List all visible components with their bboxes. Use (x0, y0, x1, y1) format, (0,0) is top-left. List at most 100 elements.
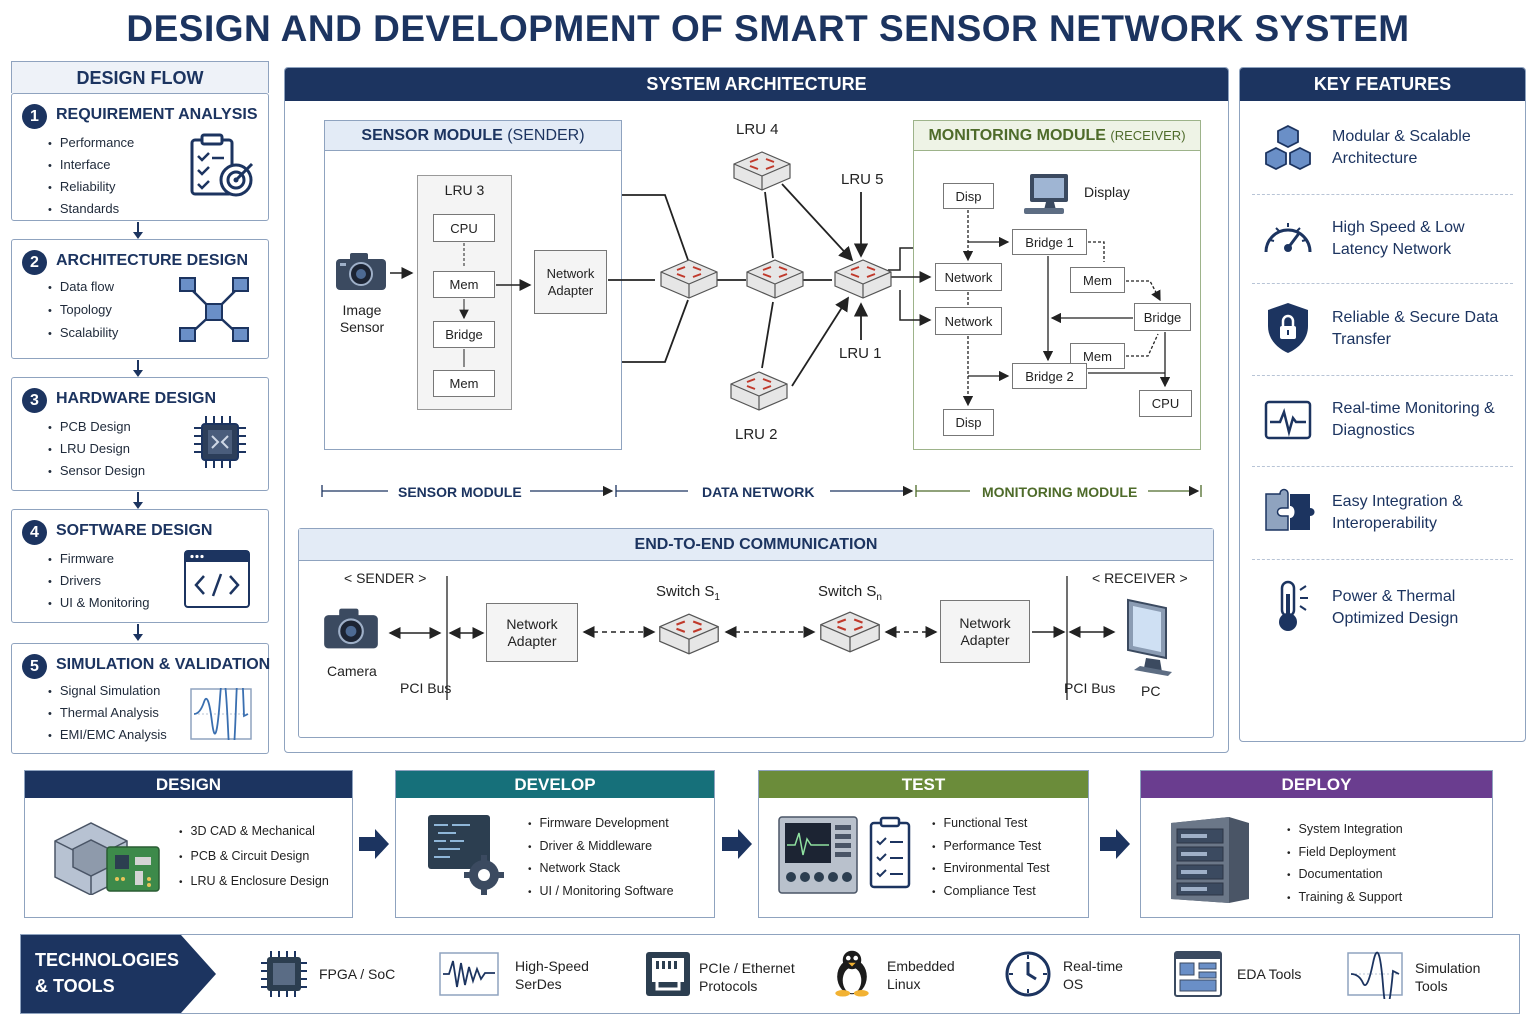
switch-s1-name: Switch S (656, 583, 715, 600)
feature-text: Real-time Monitoring & Diagnostics (1332, 400, 1495, 439)
sensor-module-heading: SENSOR MODULE (SENDER) (325, 121, 621, 151)
tech-label-line1: High-Speed (515, 958, 589, 974)
chip-icon (194, 416, 246, 468)
tech-label-line1: PCIe / Ethernet (699, 960, 795, 976)
list-item: Environmental Test (932, 857, 1050, 880)
end-to-end-heading: END-TO-END COMMUNICATION (299, 529, 1213, 561)
step-list: Data flow Topology Scalability (48, 276, 119, 345)
stage-list: System Integration Field Deployment Docu… (1287, 818, 1403, 908)
e2e-network-adapter-left: Network Adapter (486, 603, 578, 662)
feature-separator (1252, 559, 1513, 560)
tech-label: High-Speed SerDes (515, 957, 589, 993)
stage-arrow-icon (359, 829, 389, 859)
topology-icon (179, 277, 249, 342)
technologies-bar: TECHNOLOGIES & TOOLS FPGA / SoC High-Spe… (20, 934, 1520, 1014)
camera-label: Camera (327, 663, 377, 679)
image-sensor-label: Image Sensor (339, 302, 385, 335)
switch-lru5-icon (834, 259, 892, 299)
stage-heading: TEST (759, 771, 1088, 798)
step-hardware-design: 3 HARDWARE DESIGN PCB Design LRU Design … (11, 377, 269, 491)
stage-arrow-icon (1100, 829, 1130, 859)
tech-label-line1: Real-time (1063, 958, 1123, 974)
step-list: PCB Design LRU Design Sensor Design (48, 416, 145, 482)
list-item: LRU & Enclosure Design (179, 869, 329, 894)
e2e-camera-icon (324, 608, 378, 649)
list-item: 3D CAD & Mechanical (179, 819, 329, 844)
list-item: UI / Monitoring Software (528, 880, 674, 903)
bridge-node: Bridge (1134, 303, 1191, 331)
disp-bottom-node: Disp (943, 409, 994, 436)
stage-list: 3D CAD & Mechanical PCB & Circuit Design… (179, 819, 329, 894)
sensor-network-adapter: Network Adapter (534, 250, 607, 314)
list-item: Sensor Design (48, 460, 145, 482)
switch-s1-subscript: 1 (714, 592, 720, 603)
tech-label-line2: Tools (1415, 978, 1448, 994)
display-label: Display (1084, 184, 1130, 200)
tech-label-line2: SerDes (515, 976, 562, 992)
switch-sn-icon (820, 611, 880, 653)
list-item: Thermal Analysis (48, 702, 167, 724)
step-number: 2 (22, 250, 47, 275)
tech-label-line1: FPGA / SoC (319, 966, 396, 982)
step-architecture-design: 2 ARCHITECTURE DESIGN Data flow Topology… (11, 239, 269, 359)
list-item: Data flow (48, 276, 118, 299)
tech-label: Real-time OS (1063, 957, 1123, 993)
step-simulation-validation: 5 SIMULATION & VALIDATION Signal Simulat… (11, 643, 270, 754)
switch-s1-icon (659, 613, 719, 655)
tech-label: PCIe / Ethernet Protocols (699, 959, 795, 995)
list-item: Reliability (48, 176, 134, 198)
switch-lru4-icon (733, 151, 791, 191)
e2e-network-adapter-right: Network Adapter (940, 600, 1030, 663)
monitor-cpu-node: CPU (1139, 390, 1192, 417)
switch-lru2-icon (730, 371, 788, 411)
list-item: PCB Design (48, 416, 145, 438)
feature-text: Reliable & Secure Data Transfer (1332, 309, 1499, 348)
stage-heading: DEPLOY (1141, 771, 1492, 798)
feature-text: Modular & Scalable Architecture (1332, 128, 1471, 167)
list-item: UI & Monitoring (48, 592, 150, 614)
feature-text: Power & Thermal Optimized Design (1332, 588, 1459, 627)
code-window-icon (184, 550, 250, 608)
tech-label: FPGA / SoC (319, 965, 395, 983)
page-title: DESIGN AND DEVELOPMENT OF SMART SENSOR N… (126, 8, 1410, 49)
stage-heading: DEVELOP (396, 771, 714, 798)
step-requirement-analysis: 1 REQUIREMENT ANALYSIS Performance Inter… (11, 93, 269, 221)
monitoring-module-title: MONITORING MODULE (928, 127, 1106, 144)
step-number: 5 (22, 654, 47, 679)
list-item: Topology (48, 299, 118, 322)
waveform-icon (190, 688, 252, 740)
stage-list: Functional Test Performance Test Environ… (932, 812, 1050, 902)
code-gear-icon (428, 815, 504, 895)
span-data-network: DATA NETWORK (702, 484, 815, 500)
down-arrow-icon (133, 624, 143, 641)
step-number: 1 (22, 104, 47, 129)
pci-bus-right-label: PCI Bus (1064, 680, 1116, 696)
stage-test: TEST Functional Test Performance Test En… (758, 770, 1089, 918)
tech-label-line1: Simulation (1415, 960, 1481, 976)
step-title: REQUIREMENT ANALYSIS (56, 106, 258, 123)
mem-node: Mem (1070, 267, 1125, 293)
list-item: Functional Test (932, 812, 1050, 835)
stage-arrow-icon (722, 829, 752, 859)
tech-label-line2: OS (1063, 976, 1084, 992)
feature-separator (1252, 375, 1513, 376)
lru3-label: LRU 3 (444, 182, 485, 198)
list-item: Interface (48, 154, 134, 176)
receiver-label: < RECEIVER > (1092, 570, 1188, 586)
down-arrow-icon (133, 492, 143, 509)
feature-separator (1252, 283, 1513, 284)
list-item: Standards (48, 198, 134, 220)
technologies-heading-line2: & TOOLS (35, 976, 115, 996)
sensor-module-title: SENSOR MODULE (361, 127, 503, 144)
list-item: PCB & Circuit Design (179, 844, 329, 869)
technologies-heading-line1: TECHNOLOGIES (35, 950, 180, 970)
fpga-chip-icon (261, 951, 307, 997)
step-software-design: 4 SOFTWARE DESIGN Firmware Drivers UI & … (11, 509, 269, 623)
checklist-target-icon (190, 133, 254, 197)
cad-pcb-icon (54, 822, 160, 895)
tech-label-line1: Embedded (887, 958, 955, 974)
switch-icon (746, 259, 804, 299)
list-item: Training & Support (1287, 886, 1403, 909)
sensor-bridge-node: Bridge (433, 321, 495, 348)
